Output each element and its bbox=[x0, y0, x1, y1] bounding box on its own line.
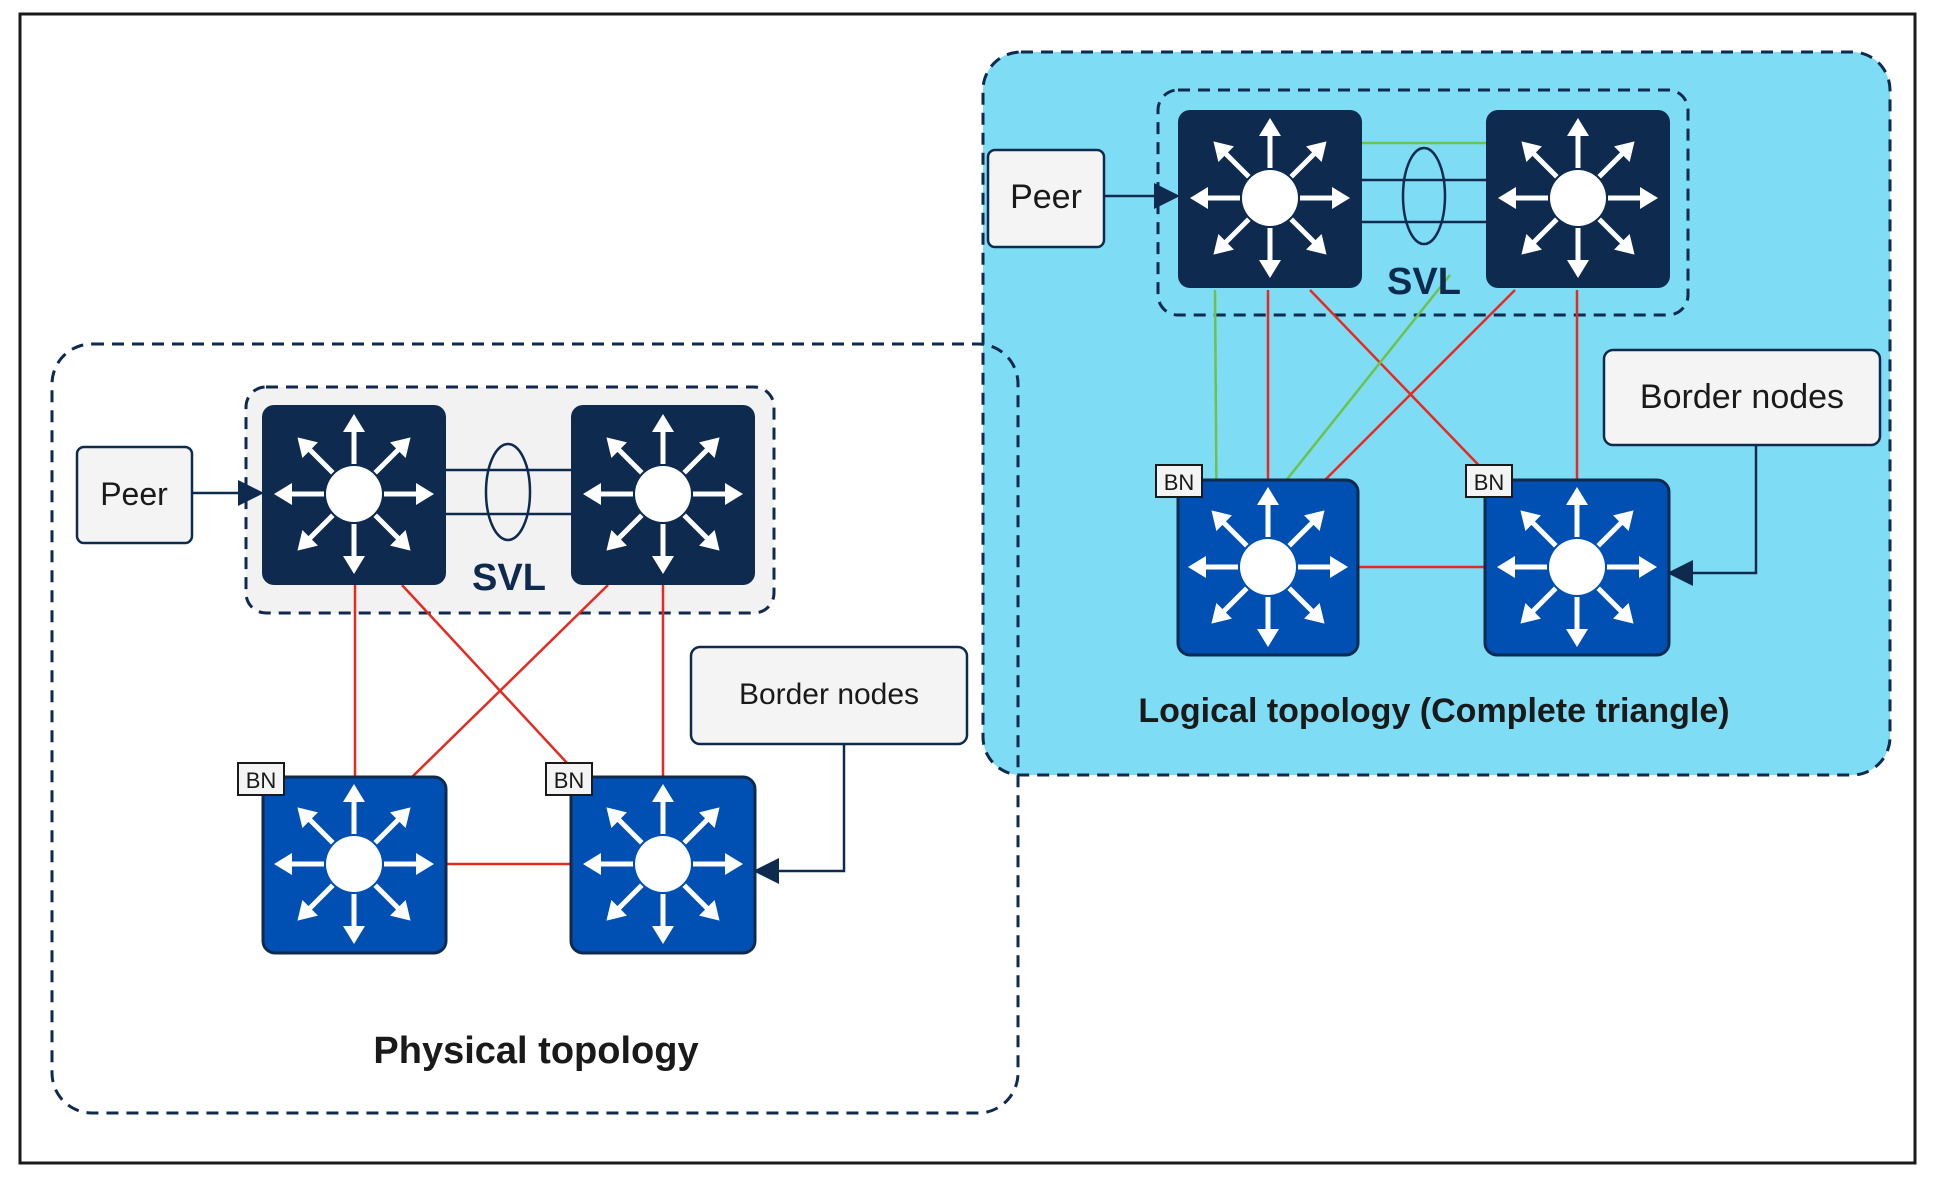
logical-core-switch-left bbox=[1178, 110, 1362, 288]
logical-bn-label-right: BN bbox=[1474, 470, 1505, 495]
physical-border-nodes-arrow bbox=[753, 744, 846, 884]
logical-border-switch-right bbox=[1483, 478, 1671, 657]
physical-red-link bbox=[411, 584, 609, 778]
logical-border-nodes-arrow bbox=[1667, 445, 1758, 586]
layer3-switch-icon bbox=[583, 414, 743, 574]
logical-virtual-link-ellipse-icon bbox=[1401, 146, 1447, 246]
logical-border-nodes-box bbox=[1602, 348, 1882, 447]
logical-physical-link bbox=[1324, 289, 1516, 481]
logical-border-switch-left bbox=[1176, 478, 1360, 657]
physical-topology-panel bbox=[50, 342, 1020, 1115]
layer3-switch-icon bbox=[274, 414, 434, 574]
layer3-switch-icon bbox=[1498, 118, 1658, 278]
physical-border-nodes-label: Border nodes bbox=[739, 678, 919, 711]
layer3-switch-icon bbox=[274, 784, 434, 944]
physical-bn-label-left: BN bbox=[246, 768, 277, 793]
physical-border-switch-left bbox=[261, 775, 448, 955]
logical-peer-label: Peer bbox=[1010, 178, 1082, 216]
physical-border-nodes-box bbox=[689, 645, 969, 746]
physical-topology-caption: Physical topology bbox=[373, 1030, 698, 1072]
physical-red-link bbox=[401, 584, 581, 778]
logical-border-nodes-label: Border nodes bbox=[1640, 378, 1844, 416]
physical-border-switch-right bbox=[569, 775, 757, 955]
logical-bn-label-left: BN bbox=[1164, 470, 1195, 495]
physical-links bbox=[353, 468, 665, 866]
logical-physical-link bbox=[1309, 289, 1494, 481]
logical-topology-caption: Logical topology (Complete triangle) bbox=[1138, 692, 1729, 730]
layer3-switch-icon bbox=[583, 784, 743, 944]
physical-bn-label-right: BN bbox=[554, 768, 585, 793]
layer3-switch-icon bbox=[1188, 487, 1348, 647]
physical-virtual-link-ellipse-icon bbox=[484, 442, 532, 542]
layer3-switch-icon bbox=[1190, 118, 1350, 278]
logical-links bbox=[1213, 141, 1579, 569]
physical-peer-label: Peer bbox=[100, 476, 168, 512]
logical-svl-label: SVL bbox=[1387, 261, 1461, 303]
logical-peer-box bbox=[986, 148, 1106, 249]
physical-bn-badge-left bbox=[237, 762, 285, 796]
logical-bn-badge-left bbox=[1155, 464, 1203, 498]
logical-bn-badge-right bbox=[1465, 464, 1513, 498]
physical-svl-label: SVL bbox=[472, 557, 546, 599]
logical-core-switch-right bbox=[1486, 110, 1670, 288]
physical-peer-box bbox=[75, 445, 194, 545]
layer3-switch-icon bbox=[1497, 487, 1657, 647]
physical-bn-badge-right bbox=[545, 762, 593, 796]
physical-core-switch-left bbox=[262, 405, 446, 585]
physical-core-switch-right bbox=[571, 405, 755, 585]
